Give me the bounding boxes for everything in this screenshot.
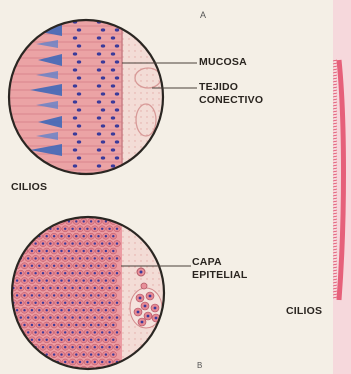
panel-a-circle <box>0 15 180 185</box>
right-ciliated-edge <box>333 0 351 374</box>
label-conectivo: CONECTIVO <box>199 95 263 106</box>
label-cilios-right: CILIOS <box>286 306 322 317</box>
label-mucosa: MUCOSA <box>199 57 247 68</box>
label-cilios-left: CILIOS <box>11 182 47 193</box>
label-tejido: TEJIDO <box>199 82 238 93</box>
panel-b-circle <box>0 210 180 374</box>
label-capa: CAPA <box>192 257 222 268</box>
label-epitelial: EPITELIAL <box>192 270 247 281</box>
panel-b-letter: B <box>197 361 202 370</box>
panel-a-letter: A <box>200 10 206 20</box>
